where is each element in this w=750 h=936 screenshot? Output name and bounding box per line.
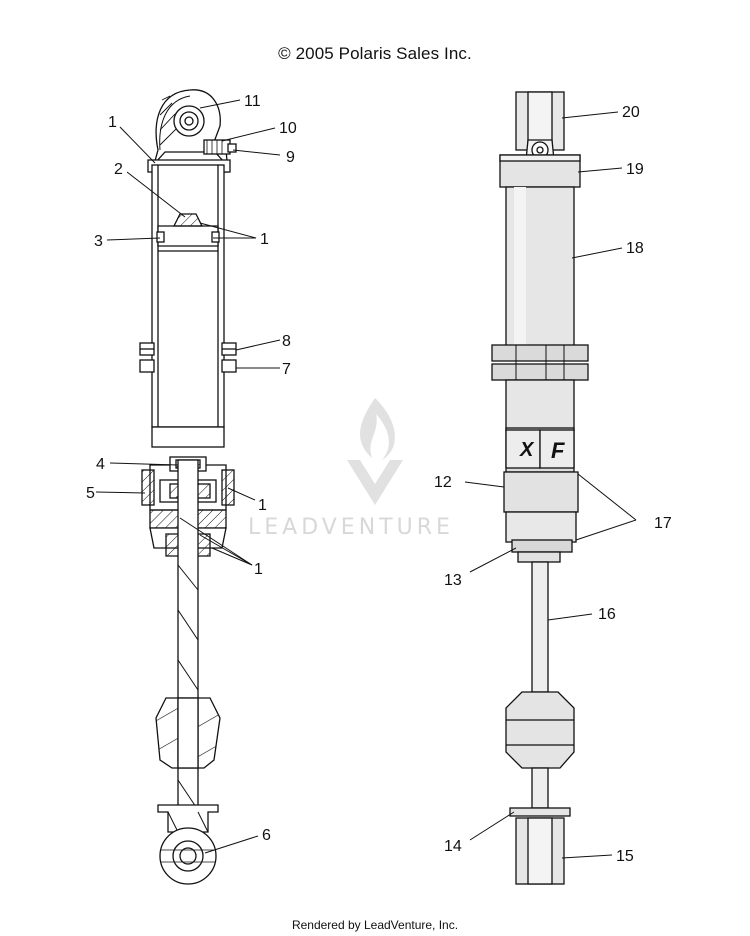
callout-12: 12 bbox=[434, 474, 452, 491]
callout-1-top: 1 bbox=[108, 114, 117, 131]
bumper bbox=[505, 691, 575, 769]
brand-logo-right: F bbox=[551, 438, 565, 463]
callout-14: 14 bbox=[444, 838, 462, 855]
callout-4: 4 bbox=[96, 456, 105, 473]
shaft bbox=[531, 561, 549, 693]
shock-cutaway-view bbox=[139, 89, 237, 885]
footer-credit: Rendered by LeadVenture, Inc. bbox=[291, 918, 459, 932]
callout-19: 19 bbox=[626, 161, 644, 178]
callout-3: 3 bbox=[94, 233, 103, 250]
callout-1-seal: 1 bbox=[258, 497, 267, 514]
callout-9: 9 bbox=[286, 149, 295, 166]
copyright-notice: © 2005 Polaris Sales Inc. bbox=[278, 44, 472, 63]
lower-washer bbox=[509, 807, 571, 817]
callout-6: 6 bbox=[262, 827, 271, 844]
callout-11: 11 bbox=[244, 93, 261, 110]
callout-8: 8 bbox=[282, 333, 291, 350]
callout-18: 18 bbox=[626, 240, 644, 257]
callout-labels: 11 10 9 1 2 3 1 8 7 4 5 1 1 6 20 19 18 1… bbox=[86, 93, 672, 865]
callout-2: 2 bbox=[114, 161, 123, 178]
watermark-logo: LEADVENTURE bbox=[248, 398, 454, 540]
callout-1-piston: 1 bbox=[260, 231, 269, 248]
callout-10: 10 bbox=[279, 120, 297, 137]
brand-logo-left: X bbox=[519, 439, 535, 461]
seal-head-cap bbox=[503, 471, 579, 513]
callout-16: 16 bbox=[598, 606, 616, 623]
leader-lines bbox=[95, 99, 637, 859]
body-tube bbox=[151, 164, 225, 428]
preload-ring bbox=[491, 344, 589, 362]
piston-shaft bbox=[177, 459, 199, 841]
callout-13: 13 bbox=[444, 572, 462, 589]
callout-7: 7 bbox=[282, 361, 291, 378]
callout-5: 5 bbox=[86, 485, 95, 502]
shock-exterior-view: X F bbox=[491, 91, 589, 885]
watermark-text: LEADVENTURE bbox=[248, 515, 454, 540]
callout-17: 17 bbox=[654, 515, 672, 532]
callout-1-lower: 1 bbox=[254, 561, 263, 578]
callout-15: 15 bbox=[616, 848, 634, 865]
callout-20: 20 bbox=[622, 104, 640, 121]
floating-piston bbox=[157, 225, 219, 247]
